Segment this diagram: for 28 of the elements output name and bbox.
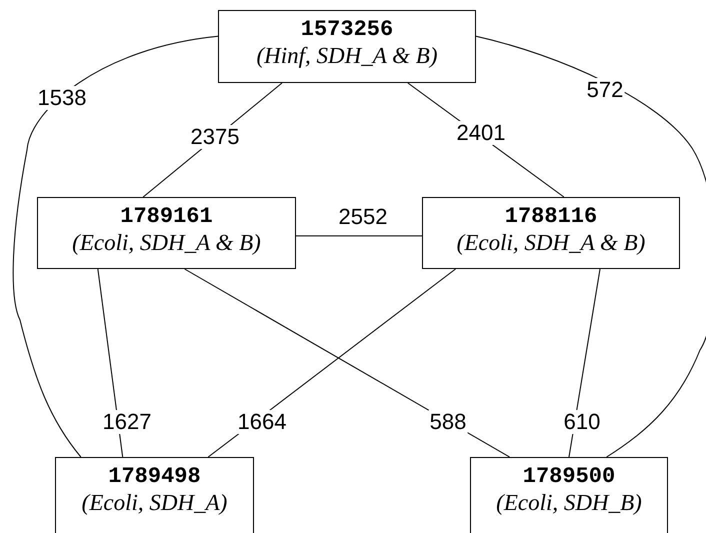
edge-label: 1627 — [102, 410, 152, 434]
gene-box — [422, 197, 680, 269]
edge-label: 588 — [428, 410, 468, 434]
gene-annotation: (Ecoli, SDH_A & B) — [456, 230, 646, 256]
gene-id: 1789498 — [108, 464, 201, 490]
gene-id: 1573256 — [300, 17, 394, 43]
gene-box — [55, 457, 254, 533]
gene-box — [218, 10, 476, 83]
gene-id: 1789161 — [120, 204, 213, 230]
connector-line — [296, 235, 422, 236]
gene-id: 1788116 — [504, 204, 598, 230]
gene-box — [37, 197, 296, 269]
gene-annotation: (Ecoli, SDH_A) — [82, 490, 228, 516]
gene-annotation: (Ecoli, SDH_A & B) — [72, 230, 261, 256]
gene-annotation: (Ecoli, SDH_B) — [496, 490, 642, 516]
connector-line — [97, 268, 124, 458]
gene-id: 1789500 — [522, 464, 616, 490]
edge-label: 610 — [562, 410, 602, 434]
edge-label: 2375 — [190, 125, 240, 149]
edge-label: 1538 — [36, 86, 88, 110]
connector-line — [12, 36, 218, 458]
connector-line — [476, 36, 706, 458]
gene-annotation: (Hinf, SDH_A & B) — [256, 43, 438, 69]
edge-label: 1664 — [236, 410, 288, 434]
connector-line — [568, 268, 601, 458]
connector-line — [208, 268, 456, 458]
edge-label: 2401 — [456, 121, 506, 145]
gene-box — [470, 457, 668, 533]
